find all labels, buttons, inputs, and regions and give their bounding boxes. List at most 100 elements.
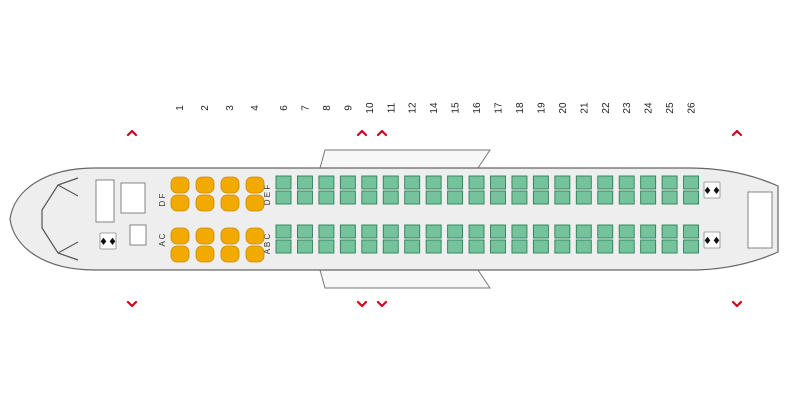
economy-seat[interactable]: [425, 190, 442, 205]
economy-seat[interactable]: [404, 239, 421, 254]
economy-seat[interactable]: [318, 239, 335, 254]
economy-seat[interactable]: [425, 175, 442, 190]
economy-seat[interactable]: [297, 224, 313, 239]
economy-seat[interactable]: [661, 224, 678, 239]
business-seat[interactable]: [245, 194, 265, 212]
economy-seat[interactable]: [575, 224, 592, 239]
economy-seat[interactable]: [618, 175, 635, 190]
economy-seat[interactable]: [275, 190, 292, 205]
economy-seat[interactable]: [532, 239, 549, 254]
economy-seat[interactable]: [511, 224, 528, 239]
economy-seat[interactable]: [297, 239, 313, 254]
economy-seat[interactable]: [554, 239, 571, 254]
business-seat[interactable]: [195, 176, 215, 194]
economy-seat[interactable]: [532, 224, 549, 239]
economy-seat[interactable]: [490, 239, 506, 254]
economy-seat[interactable]: [382, 190, 399, 205]
economy-seat[interactable]: [532, 175, 549, 190]
economy-seat[interactable]: [382, 224, 399, 239]
business-seat[interactable]: [195, 227, 215, 245]
economy-seat[interactable]: [275, 224, 292, 239]
business-seat[interactable]: [220, 194, 240, 212]
economy-seat[interactable]: [575, 175, 592, 190]
economy-seat[interactable]: [318, 224, 335, 239]
economy-seat[interactable]: [339, 224, 356, 239]
exit-arrow-icon: [126, 300, 138, 308]
economy-seat[interactable]: [532, 190, 549, 205]
economy-seat[interactable]: [297, 190, 313, 205]
business-seat[interactable]: [220, 227, 240, 245]
economy-seat[interactable]: [640, 190, 657, 205]
economy-seat[interactable]: [640, 175, 657, 190]
business-seat[interactable]: [245, 245, 265, 263]
business-seat[interactable]: [195, 245, 215, 263]
economy-seat[interactable]: [468, 239, 485, 254]
economy-seat[interactable]: [597, 175, 614, 190]
economy-seat[interactable]: [361, 175, 378, 190]
economy-seat[interactable]: [404, 190, 421, 205]
economy-seat[interactable]: [683, 190, 699, 205]
economy-seat[interactable]: [361, 239, 378, 254]
economy-seat[interactable]: [661, 190, 678, 205]
economy-seat[interactable]: [661, 175, 678, 190]
economy-seat[interactable]: [490, 224, 506, 239]
business-seat[interactable]: [195, 194, 215, 212]
business-seat[interactable]: [245, 227, 265, 245]
economy-seat[interactable]: [511, 239, 528, 254]
business-seat[interactable]: [170, 227, 190, 245]
economy-seat[interactable]: [468, 175, 485, 190]
economy-seat[interactable]: [275, 175, 292, 190]
economy-seat[interactable]: [382, 239, 399, 254]
economy-seat[interactable]: [447, 224, 464, 239]
economy-seat[interactable]: [597, 224, 614, 239]
economy-seat[interactable]: [361, 224, 378, 239]
economy-seat[interactable]: [554, 190, 571, 205]
business-seat[interactable]: [170, 245, 190, 263]
economy-seat[interactable]: [425, 239, 442, 254]
economy-seat[interactable]: [468, 190, 485, 205]
economy-seat[interactable]: [425, 224, 442, 239]
economy-seat[interactable]: [640, 224, 657, 239]
economy-seat[interactable]: [447, 239, 464, 254]
economy-seat[interactable]: [554, 175, 571, 190]
economy-seat[interactable]: [468, 224, 485, 239]
business-lower-letters: A C: [158, 233, 167, 246]
economy-seat[interactable]: [404, 175, 421, 190]
economy-seat[interactable]: [382, 175, 399, 190]
economy-seat[interactable]: [640, 239, 657, 254]
economy-seat[interactable]: [490, 190, 506, 205]
economy-seat[interactable]: [683, 239, 699, 254]
business-seat[interactable]: [220, 245, 240, 263]
economy-seat[interactable]: [683, 224, 699, 239]
economy-seat[interactable]: [339, 190, 356, 205]
economy-seat[interactable]: [297, 175, 313, 190]
economy-seat[interactable]: [511, 190, 528, 205]
economy-seat[interactable]: [618, 224, 635, 239]
row-number-label: 6: [279, 105, 290, 111]
economy-seat[interactable]: [554, 224, 571, 239]
economy-seat[interactable]: [318, 175, 335, 190]
business-seat[interactable]: [245, 176, 265, 194]
economy-seat[interactable]: [661, 239, 678, 254]
business-seat[interactable]: [170, 176, 190, 194]
economy-seat[interactable]: [511, 175, 528, 190]
economy-seat[interactable]: [447, 175, 464, 190]
economy-seat[interactable]: [361, 190, 378, 205]
economy-seat[interactable]: [339, 175, 356, 190]
economy-lower-letters: A B C: [263, 234, 272, 255]
economy-seat[interactable]: [447, 190, 464, 205]
economy-seat[interactable]: [618, 190, 635, 205]
economy-seat[interactable]: [618, 239, 635, 254]
business-seat[interactable]: [220, 176, 240, 194]
economy-seat[interactable]: [597, 190, 614, 205]
economy-seat[interactable]: [490, 175, 506, 190]
economy-seat[interactable]: [339, 239, 356, 254]
economy-seat[interactable]: [597, 239, 614, 254]
economy-seat[interactable]: [575, 239, 592, 254]
economy-seat[interactable]: [575, 190, 592, 205]
economy-seat[interactable]: [404, 224, 421, 239]
economy-seat[interactable]: [275, 239, 292, 254]
business-seat[interactable]: [170, 194, 190, 212]
economy-seat[interactable]: [683, 175, 699, 190]
economy-seat[interactable]: [318, 190, 335, 205]
